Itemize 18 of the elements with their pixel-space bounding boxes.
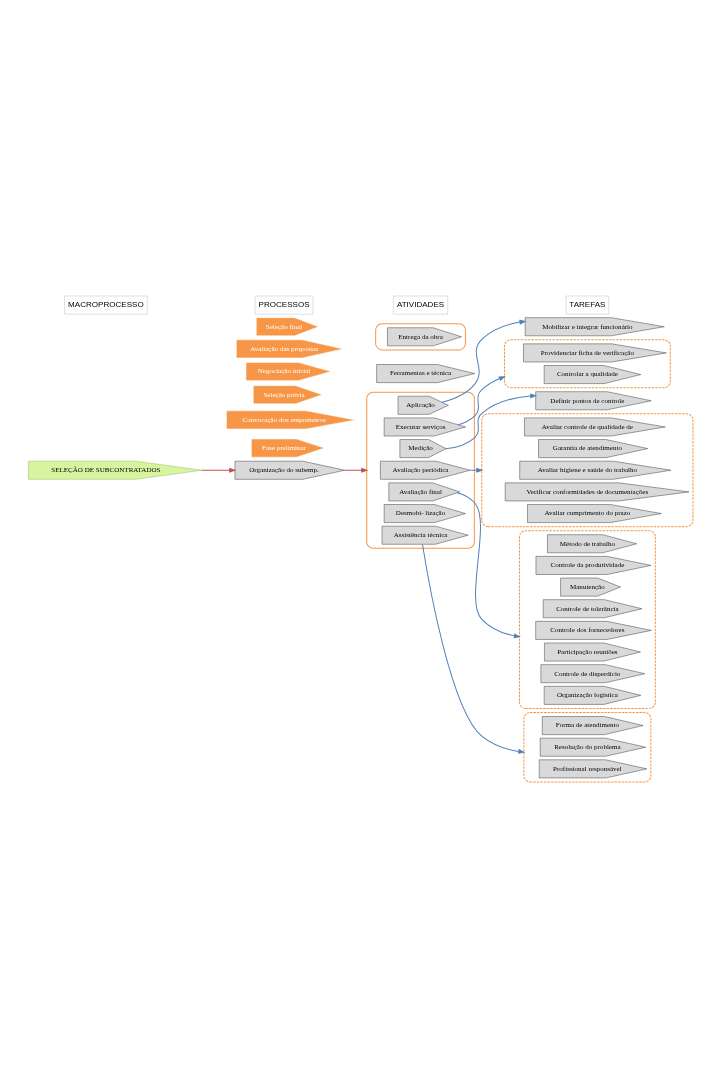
cluster [518,530,656,709]
label: ATIVIDADES [396,299,445,309]
label: PROCESSOS [258,299,310,309]
arrow [201,467,237,473]
arrow [457,376,506,426]
label: TAREFAS [569,299,606,309]
arrow [344,467,369,473]
cluster [366,391,475,549]
label: MACROPROCESSO [68,299,144,309]
cluster [523,711,652,783]
cluster [375,323,466,351]
arrow [445,393,538,450]
arrow [422,544,526,754]
arrow [441,319,527,403]
arrow [456,492,521,639]
cluster [503,339,671,389]
cluster [481,413,694,528]
arrow [469,467,484,473]
